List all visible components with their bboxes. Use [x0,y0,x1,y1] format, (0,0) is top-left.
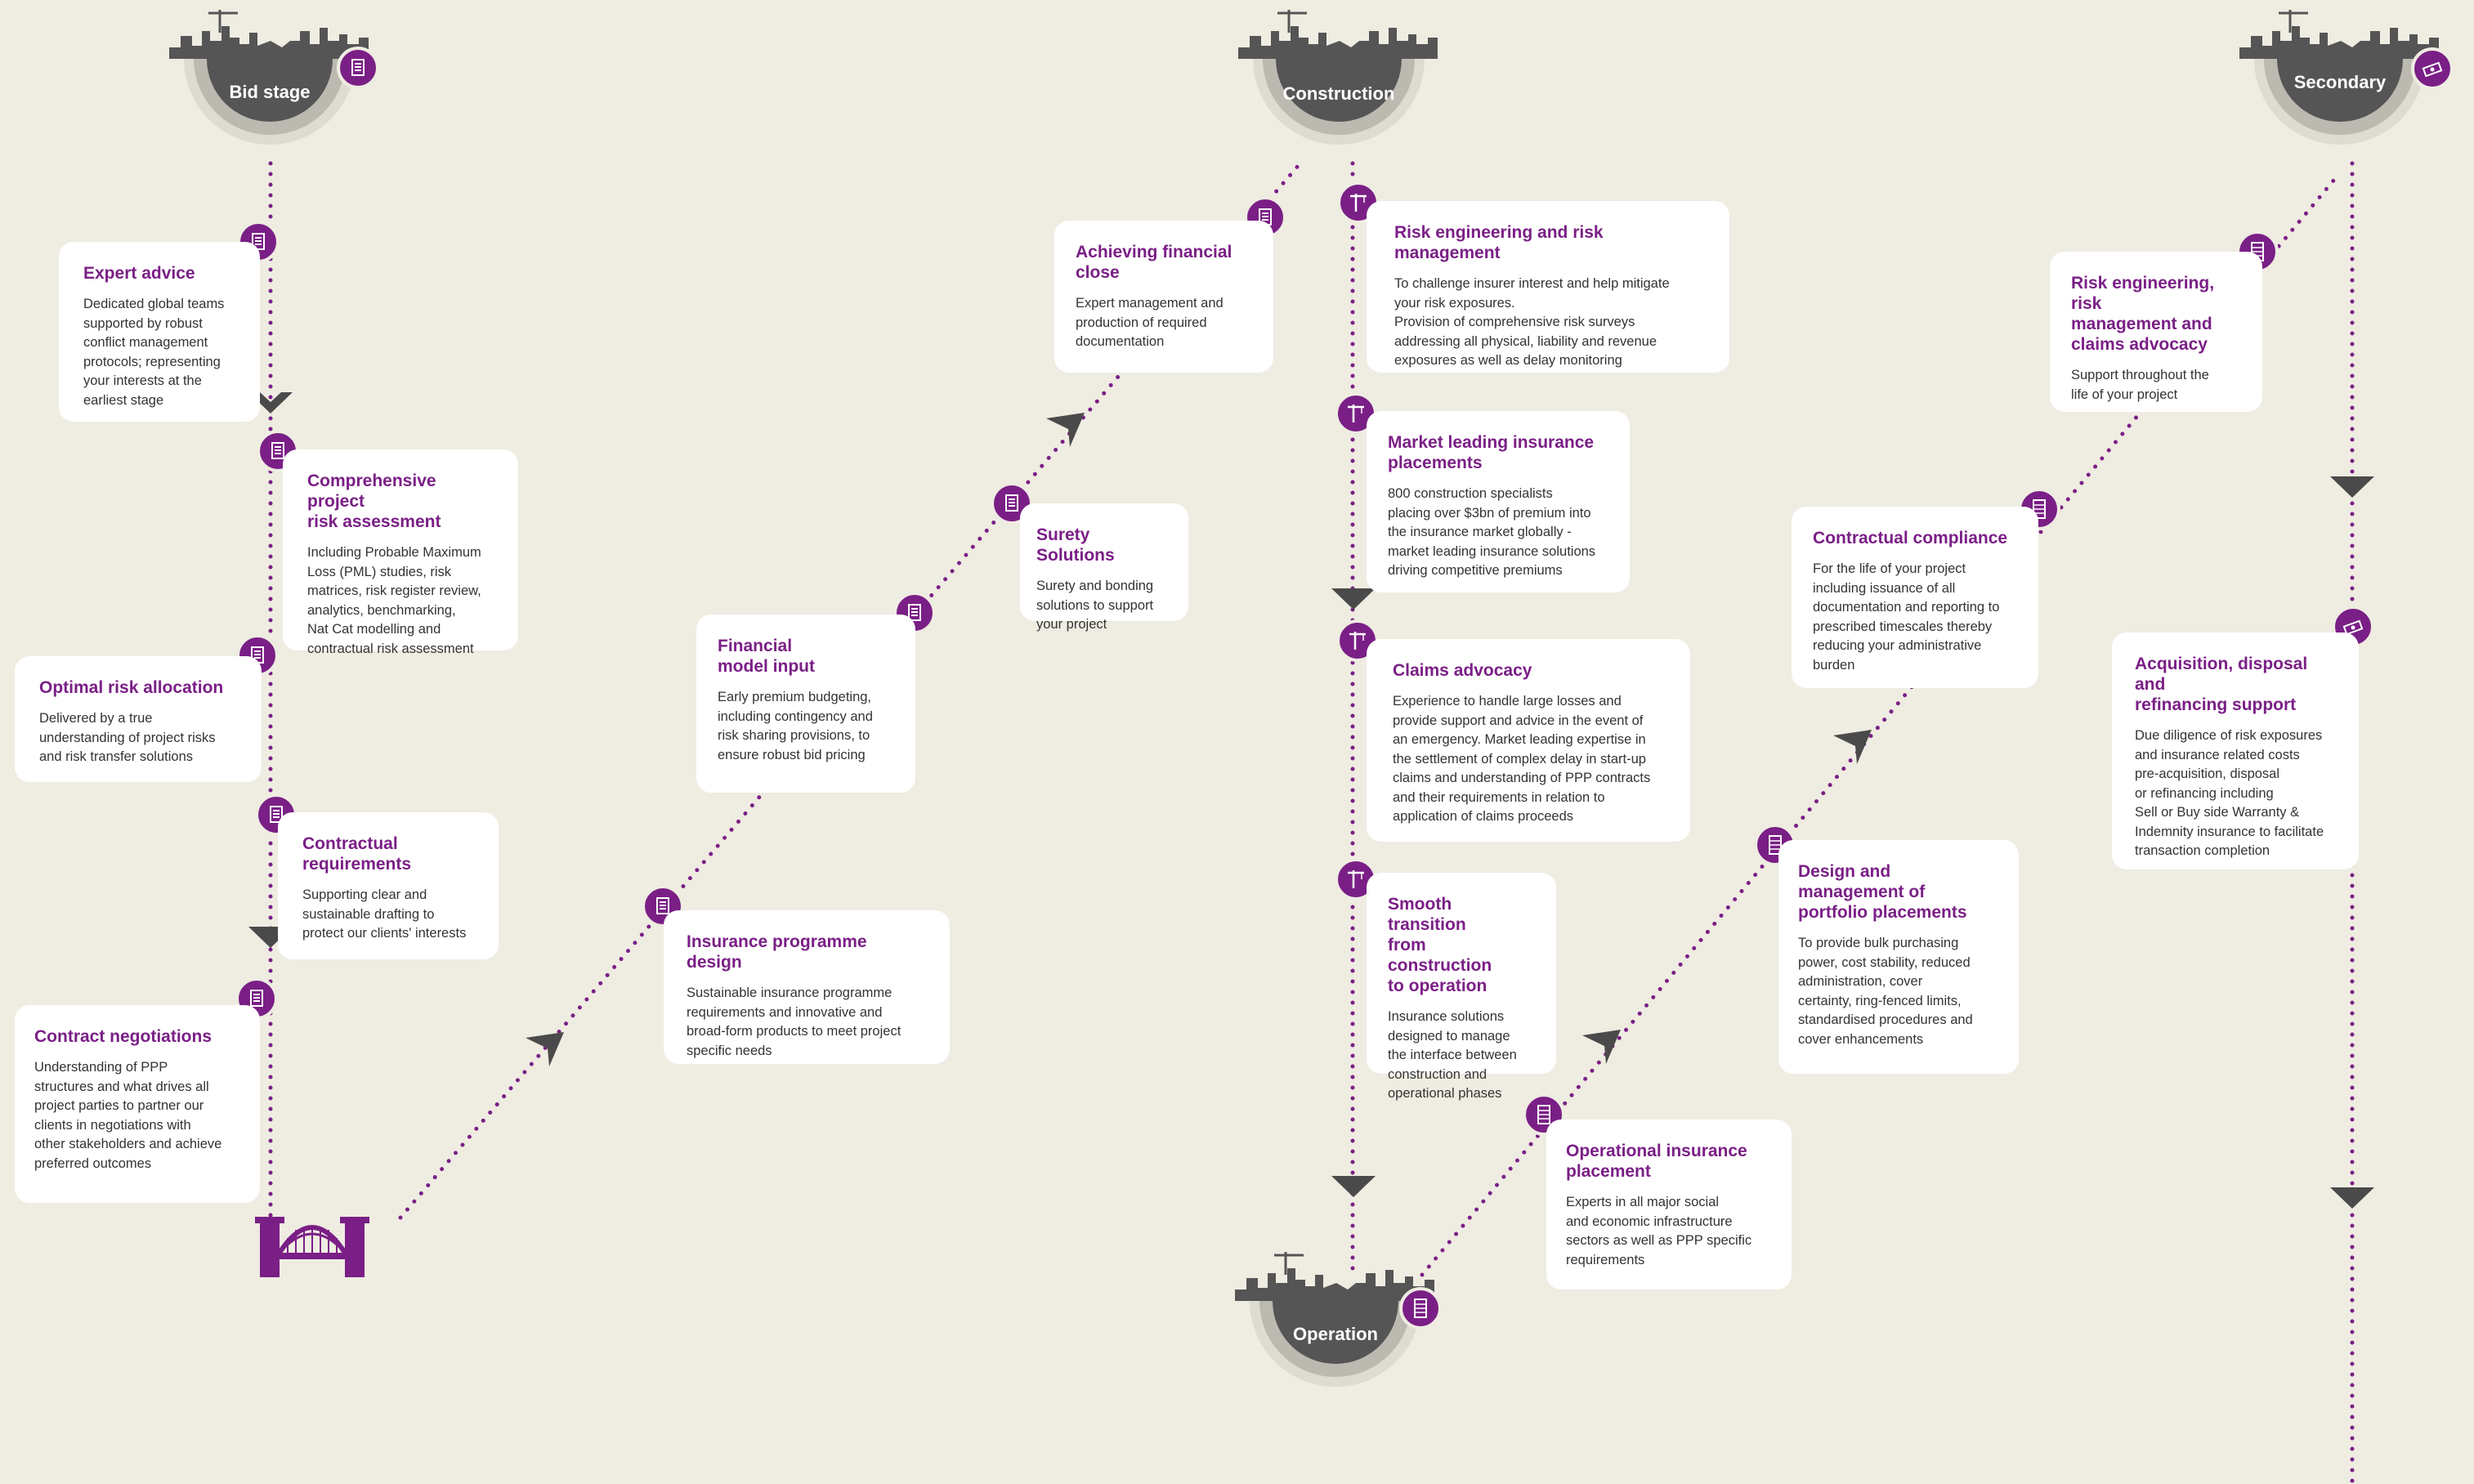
stage-secondary: Secondary [2230,8,2450,163]
cash-icon [2411,47,2454,90]
stage-bid: Bid stage [159,8,380,163]
card-text: Sustainable insurance programme requirem… [687,986,901,1058]
card-title: Comprehensive project risk assessment [307,472,441,531]
card-contract-negotiations: Contract negotiations Understanding of P… [15,1005,260,1203]
card-title: Design and management of portfolio place… [1798,862,1967,922]
stage-operation: Operation [1225,1250,1446,1414]
arrow-up-right-icon [1582,1030,1621,1064]
card-title: Financial model input [718,637,815,676]
card-text: To provide bulk purchasing power, cost s… [1798,936,1973,1047]
card-text: Experts in all major social and economic… [1566,1195,1752,1267]
card-title: Expert advice [83,264,195,283]
card-text: Understanding of PPP structures and what… [34,1060,222,1171]
card-title: Contract negotiations [34,1027,213,1046]
stage-label: Construction [1282,83,1395,104]
card-contractual-requirements: Contractual requirements Supporting clea… [278,812,499,959]
bridge-icon [255,1217,369,1277]
card-design-management: Design and management of portfolio place… [1778,840,2019,1074]
card-text: Expert management and production of requ… [1076,296,1224,349]
card-contractual-compliance: Contractual compliance For the life of y… [1792,507,2038,688]
city-skyline-icon [1235,1252,1434,1387]
card-comprehensive-assessment: Comprehensive project risk assessment In… [283,449,518,656]
card-title: Contractual requirements [302,834,412,874]
arrow-up-right-icon [1046,413,1085,447]
stage-label: Bid stage [229,82,311,102]
stage-construction: Construction [1228,8,1449,163]
building-icon [1399,1287,1442,1330]
card-surety: Surety Solutions Surety and bonding solu… [1020,503,1188,632]
card-text: 800 construction specialists placing ove… [1388,486,1596,578]
arrow-up-right-icon [1833,730,1872,764]
card-text: Early premium budgeting, including conti… [718,690,873,762]
chevron-down-icon [1331,588,1376,610]
arrow-up-right-icon [526,1032,564,1066]
card-title: Acquisition, disposal and refinancing su… [2135,655,2308,714]
card-expert-advice: Expert advice Dedicated global teams sup… [59,242,260,422]
card-text: Due diligence of risk exposures and insu… [2135,728,2324,858]
card-insurance-programme: Insurance programme design Sustainable i… [664,910,950,1064]
card-title: Insurance programme design [687,932,867,972]
card-title: Optimal risk allocation [39,678,224,697]
card-title: Claims advocacy [1393,661,1532,680]
stage-label: Secondary [2293,72,2387,92]
card-risk-engineering: Risk engineering and risk management To … [1367,201,1729,373]
card-financial-model: Financial model input Early premium budg… [696,615,915,793]
stage-label: Operation [1293,1324,1378,1344]
city-skyline-icon [2239,10,2439,145]
card-title: Risk engineering and risk management [1394,223,1604,262]
card-market-leading: Market leading insurance placements 800 … [1367,411,1630,592]
card-smooth-transition: Smooth transition from construction to o… [1367,873,1556,1101]
city-skyline-icon [1238,10,1438,145]
card-title: Smooth transition from construction to o… [1388,895,1492,995]
card-text: Support throughout the life of your proj… [2071,368,2209,402]
card-text: Including Probable Maximum Loss (PML) st… [307,545,481,656]
card-claims-advocacy: Claims advocacy Experience to handle lar… [1367,639,1690,842]
card-title: Contractual compliance [1813,529,2008,548]
card-financial-close: Achieving financial close Expert managem… [1054,221,1273,373]
card-text: For the life of your project including i… [1813,561,2000,673]
chevron-down-icon [1331,1176,1376,1197]
card-risk-claims-advocacy: Risk engineering, risk management and cl… [2050,252,2262,412]
card-title: Operational insurance placement [1566,1142,1747,1181]
card-text: Delivered by a true understanding of pro… [39,711,216,764]
card-text: Supporting clear and sustainable draftin… [302,887,467,941]
card-title: Surety Solutions [1036,525,1115,565]
city-skyline-icon [169,10,369,145]
card-text: Surety and bonding solutions to support … [1036,579,1154,632]
document-icon [337,47,379,89]
card-operational-placement: Operational insurance placement Experts … [1546,1120,1792,1290]
chevron-down-icon [2330,1187,2374,1209]
card-text: Insurance solutions designed to manage t… [1388,1009,1517,1101]
card-optimal-allocation: Optimal risk allocation Delivered by a t… [15,656,262,782]
card-text: To challenge insurer interest and help m… [1394,276,1670,368]
card-title: Market leading insurance placements [1388,433,1595,472]
card-acquisition: Acquisition, disposal and refinancing su… [2112,632,2359,869]
card-text: Experience to handle large losses and pr… [1393,694,1651,824]
chevron-down-icon [2330,476,2374,498]
card-title: Risk engineering, risk management and cl… [2071,274,2215,354]
card-text: Dedicated global teams supported by robu… [83,297,225,408]
card-title: Achieving financial close [1076,243,1233,282]
